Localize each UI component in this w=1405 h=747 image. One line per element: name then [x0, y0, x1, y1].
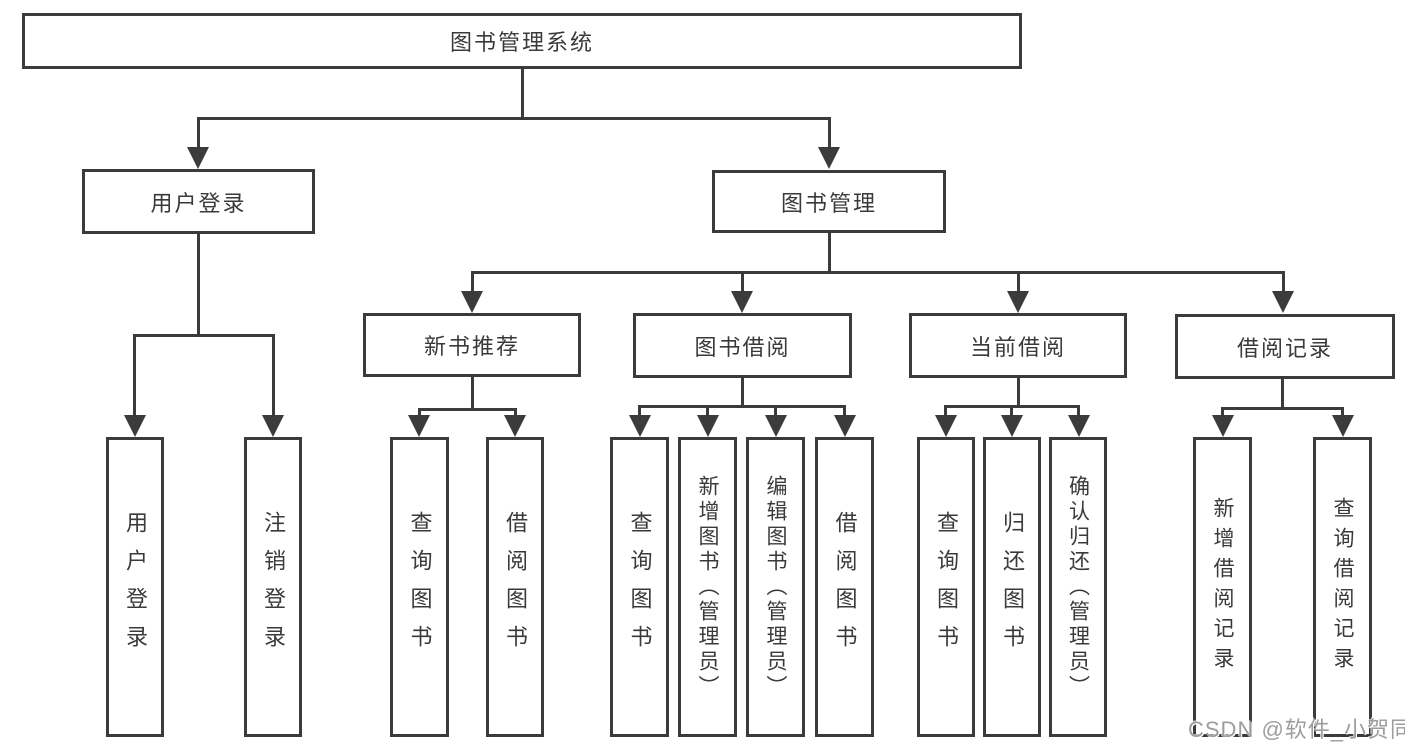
node-label: 注销登录: [261, 511, 286, 663]
arrowhead-down-icon: [1212, 415, 1234, 437]
node-label: 新书推荐: [423, 334, 520, 359]
node-label: 借阅图书: [503, 511, 528, 663]
node-label: 借阅图书: [832, 511, 858, 663]
leaf-user-login: 用户登录: [106, 437, 164, 737]
arrowhead-down-icon: [408, 415, 430, 437]
connector-arrow-stem: [706, 405, 709, 417]
leaf-borrow-books-recommend: 借阅图书: [486, 437, 544, 737]
connector-userlogin-stem: [197, 234, 200, 336]
connector-newbook-stem: [471, 377, 474, 410]
connector-newbook-hline: [418, 408, 517, 411]
leaf-query-books-borrowing: 查询图书: [610, 437, 669, 737]
leaf-return-books: 归还图书: [983, 437, 1041, 737]
node-label: 查询借阅记录: [1331, 497, 1354, 677]
connector-root-hline: [197, 117, 831, 120]
node-library-system: 图书管理系统: [22, 13, 1022, 69]
connector-root-stem: [521, 68, 524, 119]
node-label: 当前借阅: [969, 334, 1066, 360]
leaf-query-books-current: 查询图书: [917, 437, 975, 737]
node-label: 图书借阅: [694, 334, 791, 360]
connector-arrow-stem: [272, 334, 275, 417]
node-borrowing-records: 借阅记录: [1175, 314, 1395, 379]
connector-userlogin-hline: [133, 334, 275, 337]
leaf-query-books-recommend: 查询图书: [390, 437, 449, 737]
arrowhead-down-icon: [935, 415, 957, 437]
connector-arrow-stem: [1017, 271, 1020, 293]
arrowhead-down-icon: [187, 147, 209, 169]
connector-arrow-stem: [1221, 407, 1224, 417]
connector-arrow-stem: [514, 408, 517, 418]
arrowhead-down-icon: [124, 415, 146, 437]
node-label: 查询图书: [627, 511, 653, 663]
arrowhead-down-icon: [1068, 415, 1090, 437]
leaf-confirm-return-admin: 确认归还（管理员）: [1049, 437, 1107, 737]
arrowhead-down-icon: [1332, 415, 1354, 437]
arrowhead-down-icon: [1007, 291, 1029, 313]
leaf-borrow-books-borrowing: 借阅图书: [815, 437, 874, 737]
csdn-watermark: CSDN @软件_小贺同学: [1188, 717, 1405, 742]
connector-arrow-stem: [1010, 405, 1013, 417]
node-label: 确认归还（管理员）: [1066, 474, 1090, 700]
leaf-query-borrow-record: 查询借阅记录: [1313, 437, 1372, 737]
leaf-add-books-admin: 新增图书（管理员）: [678, 437, 737, 737]
arrowhead-down-icon: [818, 147, 840, 169]
arrowhead-down-icon: [504, 415, 526, 437]
arrowhead-down-icon: [1272, 291, 1294, 313]
connector-records-stem: [1281, 379, 1284, 409]
arrowhead-down-icon: [834, 415, 856, 437]
arrowhead-down-icon: [262, 415, 284, 437]
arrowhead-down-icon: [765, 415, 787, 437]
connector-arrow-stem: [133, 334, 136, 417]
arrowhead-down-icon: [1001, 415, 1023, 437]
node-book-borrowing: 图书借阅: [633, 313, 852, 378]
node-label: 新增借阅记录: [1211, 497, 1234, 677]
node-label: 查询图书: [934, 511, 959, 663]
connector-arrow-stem: [774, 405, 777, 417]
node-user-login: 用户登录: [82, 169, 315, 234]
connector-arrow-stem: [741, 271, 744, 293]
connector-arrow-stem: [1282, 271, 1285, 293]
node-current-borrowing: 当前借阅: [909, 313, 1127, 378]
node-label: 查询图书: [407, 511, 433, 663]
connector-arrow-stem: [418, 408, 421, 418]
node-label: 图书管理系统: [449, 30, 594, 55]
connector-arrow-stem: [1077, 405, 1080, 417]
connector-arrow-stem: [843, 405, 846, 417]
connector-arrow-stem: [828, 117, 831, 149]
connector-level2-hline: [471, 271, 1284, 274]
node-label: 用户登录: [150, 190, 247, 216]
node-book-management: 图书管理: [712, 170, 946, 233]
node-new-book-recommendation: 新书推荐: [363, 313, 581, 377]
arrowhead-down-icon: [697, 415, 719, 437]
connector-arrow-stem: [1341, 407, 1344, 417]
node-label: 图书管理: [780, 190, 877, 216]
connector-arrow-stem: [197, 117, 200, 149]
node-label: 编辑图书（管理员）: [764, 474, 787, 700]
connector-bookmgmt-stem: [828, 233, 831, 274]
node-label: 借阅记录: [1236, 335, 1333, 361]
node-label: 用户登录: [123, 511, 148, 663]
connector-borrow-stem: [741, 378, 744, 407]
node-label: 新增图书（管理员）: [696, 474, 719, 700]
arrowhead-down-icon: [629, 415, 651, 437]
node-label: 归还图书: [1000, 511, 1025, 663]
connector-arrow-stem: [471, 271, 474, 293]
leaf-edit-books-admin: 编辑图书（管理员）: [746, 437, 805, 737]
connector-records-hline: [1221, 407, 1344, 410]
arrowhead-down-icon: [731, 291, 753, 313]
connector-arrow-stem: [944, 405, 947, 417]
connector-borrow-hline: [638, 405, 845, 408]
connector-current-stem: [1017, 378, 1020, 407]
leaf-logout: 注销登录: [244, 437, 302, 737]
arrowhead-down-icon: [461, 291, 483, 313]
leaf-add-borrow-record: 新增借阅记录: [1193, 437, 1252, 737]
connector-arrow-stem: [638, 405, 641, 417]
